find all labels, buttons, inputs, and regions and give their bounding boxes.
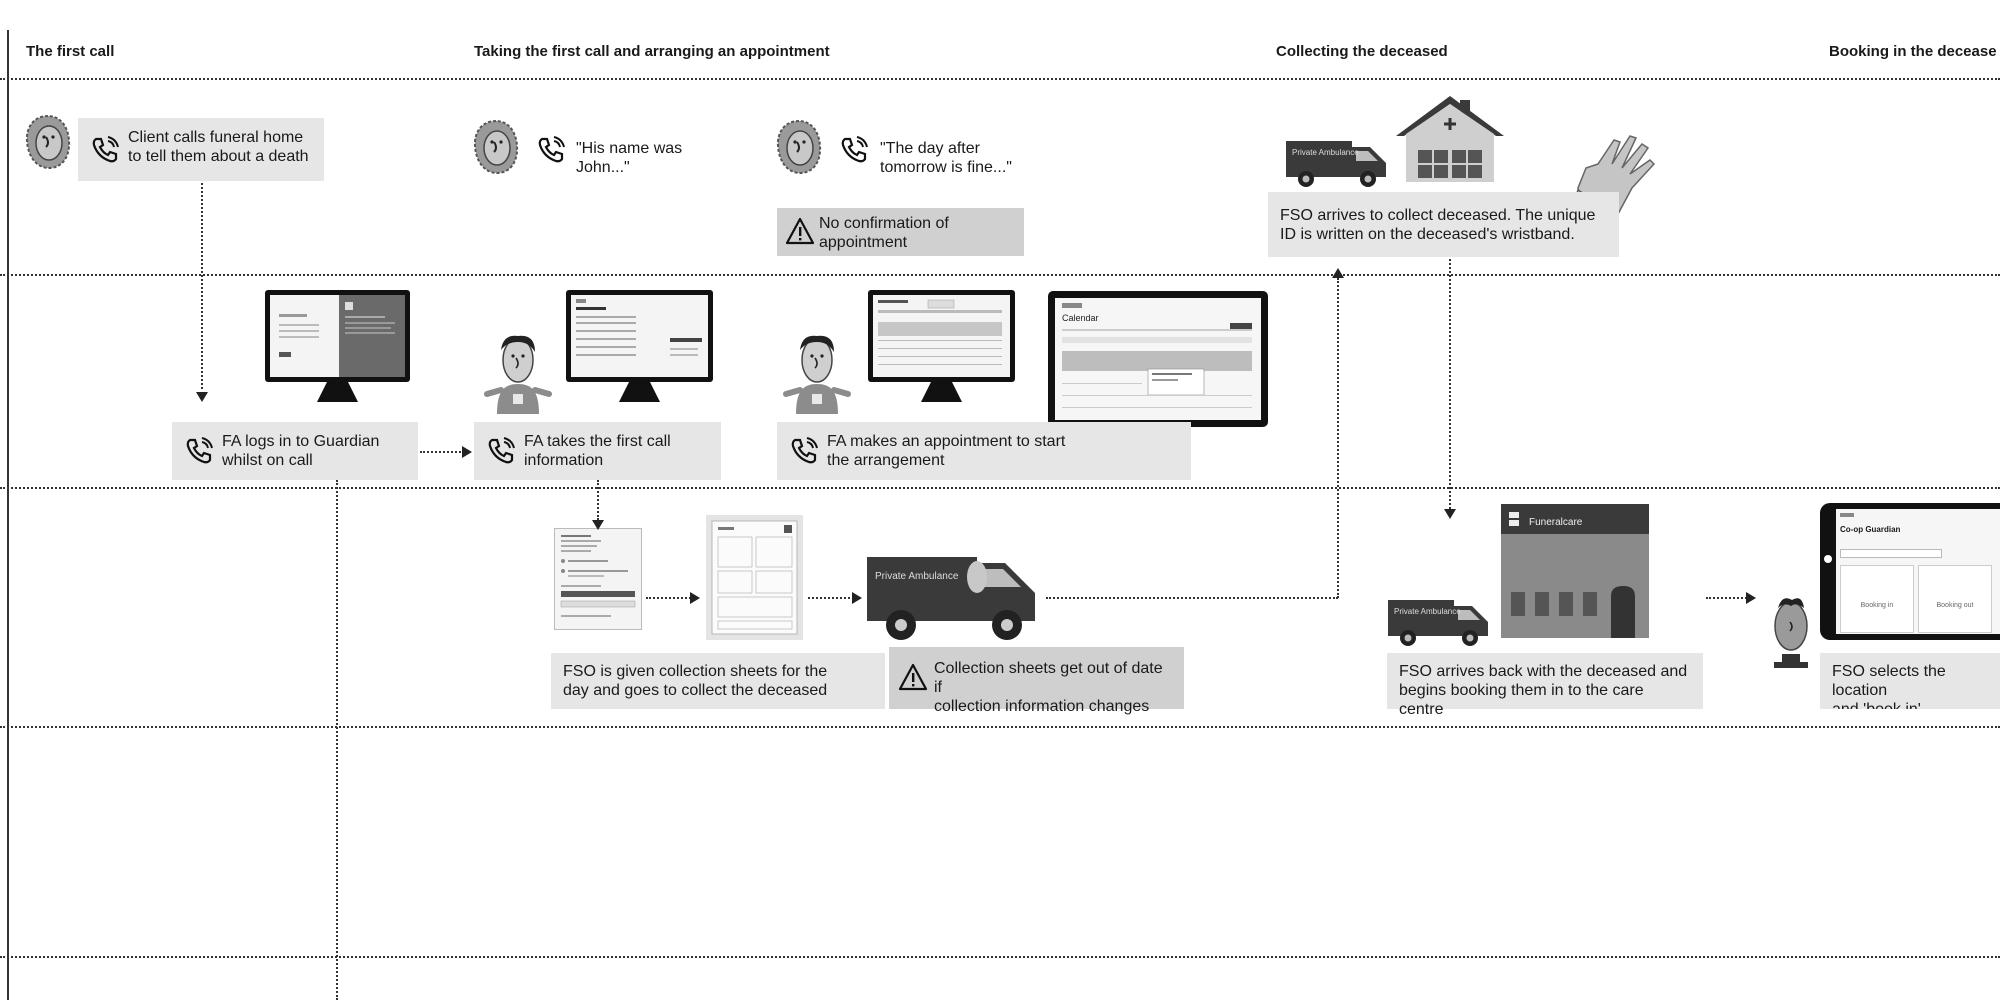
fa-appointment-card: FA makes an appointment to start the arr… [777,422,1191,480]
tablet-guardian: Co-op Guardian Booking in Booking out [1820,503,2000,640]
tablet-booking-out-label: Booking out [1936,602,1974,609]
house-illustration [1392,92,1508,184]
fso-selects-location-text: FSO selects the location and 'book in' [1832,663,1946,709]
flow-connector [646,597,694,599]
monitor-calendar: Calendar [1048,291,1268,466]
van-label: Private Ambulance [875,571,959,582]
quote-day-after: "The day after tomorrow is fine..." [880,140,1012,176]
client-avatar [470,118,522,176]
lane-divider [0,726,2000,728]
funeralcare-building: Funeralcare [1497,500,1653,640]
stage-title-booking-in: Booking in the decease [1829,43,1997,60]
warning-no-confirmation-card: No confirmation of appointment [777,208,1024,256]
collection-sheet-list [554,528,642,630]
phone-icon [839,135,869,165]
fa-logs-in-card: FA logs in to Guardian whilst on call [172,422,418,480]
tablet-booking-in-label: Booking in [1860,602,1894,609]
phone-icon [90,135,120,165]
phone-icon [184,436,214,466]
monitor-appointment-diary [868,290,1015,405]
fa-first-call-card: FA takes the first call information [474,422,721,480]
warning-icon [898,663,928,693]
flow-connector [597,480,599,520]
phone-icon [486,436,516,466]
flow-arrow-down [1444,509,1456,519]
flow-arrow-down [592,520,604,530]
fso-selects-location-card: FSO selects the location and 'book in' [1820,653,2000,709]
building-sign: Funeralcare [1529,517,1583,528]
flow-arrow-right [852,592,862,604]
tablet-title: Co-op Guardian [1840,525,1901,534]
flow-connector [1337,278,1339,598]
flow-connector [1449,259,1451,509]
fa-appointment-text: FA makes an appointment to start the arr… [827,433,1066,469]
flow-connector [1046,597,1338,599]
van-returning-label: Private Ambulance [1394,607,1461,616]
stage-title-taking-first-call: Taking the first call and arranging an a… [474,43,830,60]
fa-staff-figure [483,330,553,422]
tablet-screen: Co-op Guardian Booking in Booking out [1836,509,2000,634]
quote-his-name: "His name was John..." [576,140,683,176]
lane-divider [0,78,2000,80]
fa-staff-figure [782,330,852,422]
stage-title-collecting: Collecting the deceased [1276,43,1448,60]
flow-connector [336,480,338,1000]
phone-icon [789,436,819,466]
tablet-booking-in-tile[interactable]: Booking in [1840,565,1914,633]
flow-arrow-right [462,446,472,458]
private-ambulance-van-returning: Private Ambulance [1386,592,1492,648]
calendar-title: Calendar [1062,313,1099,323]
client-avatar [22,113,74,171]
fso-collection-sheets-card: FSO is given collection sheets for the d… [551,653,885,709]
lane-divider [0,956,2000,958]
lane-divider [0,487,2000,489]
warning-sheets-text: Collection sheets get out of date if col… [934,660,1163,715]
collection-sheet-document [706,515,803,640]
flow-connector [201,183,203,389]
warning-no-confirmation-text: No confirmation of appointment [819,215,949,251]
client-calls-text: Client calls funeral home to tell them a… [128,129,309,165]
tablet-home-button [1824,555,1832,563]
flow-connector [808,597,854,599]
fso-arrives-collect-card: FSO arrives to collect deceased. The uni… [1268,192,1619,257]
fa-first-call-text: FA takes the first call information [524,433,671,469]
lane-divider [0,274,2000,276]
flow-arrow-down [196,392,208,402]
fso-arrives-collect-text: FSO arrives to collect deceased. The uni… [1280,207,1596,243]
private-ambulance-van: Private Ambulance [865,553,1041,643]
warning-sheets-card: Collection sheets get out of date if col… [889,647,1184,715]
client-calls-card: Client calls funeral home to tell them a… [78,118,324,181]
fso-collection-sheets-text: FSO is given collection sheets for the d… [563,663,828,699]
flow-connector [1706,597,1750,599]
flow-arrow-up [1332,268,1344,278]
flow-connector [420,451,468,453]
van-small-label: Private Ambulance [1292,148,1359,157]
warning-icon [785,217,815,247]
fso-staff-figure [1768,596,1814,670]
client-avatar [773,118,825,176]
flow-arrow-right [1746,592,1756,604]
fa-logs-in-text: FA logs in to Guardian whilst on call [222,433,380,469]
left-border [7,30,9,1000]
monitor-guardian-login [265,290,410,405]
stage-title-first-call: The first call [26,43,115,60]
private-ambulance-van-small: Private Ambulance [1284,133,1390,189]
fso-arrives-back-text: FSO arrives back with the deceased and b… [1399,663,1688,718]
phone-icon [536,135,566,165]
tablet-booking-out-tile[interactable]: Booking out [1918,565,1992,633]
tablet-logo [1840,513,1854,517]
monitor-first-call-form [566,290,713,405]
tablet-location-select[interactable] [1840,549,1942,558]
flow-arrow-right [690,592,700,604]
fso-arrives-back-card: FSO arrives back with the deceased and b… [1387,653,1703,718]
